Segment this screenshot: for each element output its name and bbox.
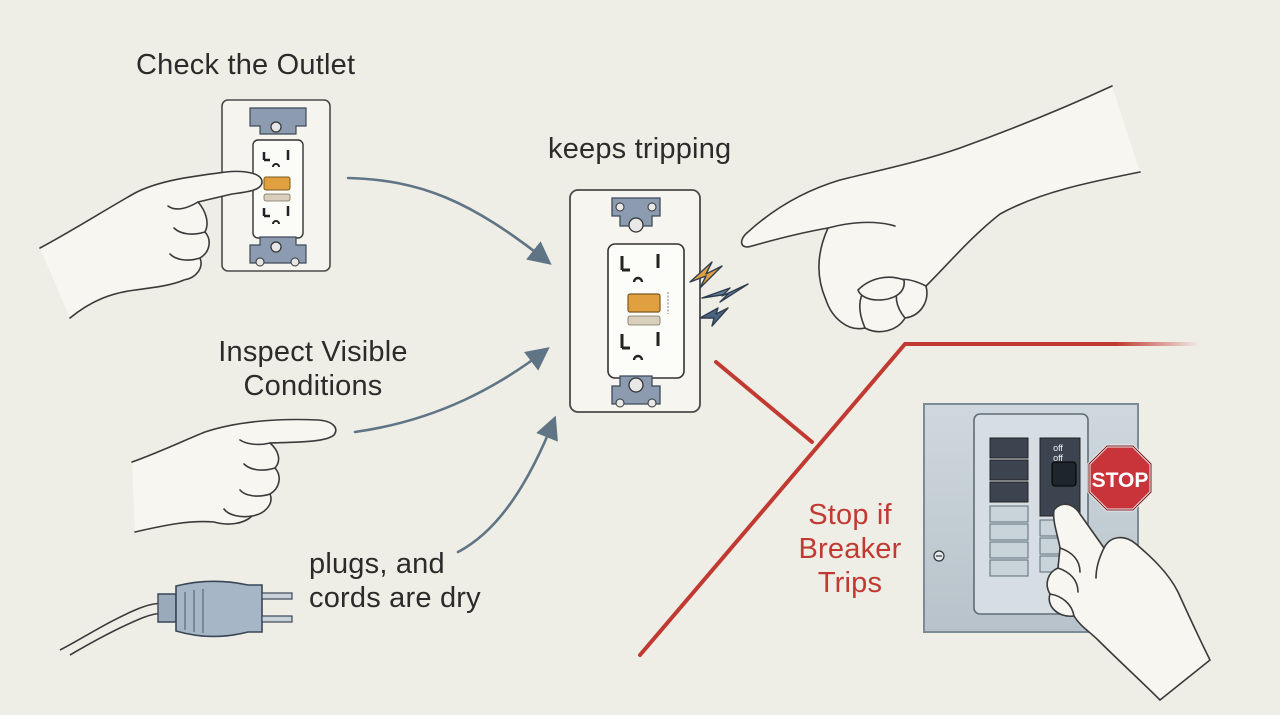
label-plugs-line-1: plugs, and	[309, 548, 445, 580]
pressing-hand-icon	[1046, 503, 1211, 701]
label-check-outlet: Check the Outlet	[136, 49, 356, 81]
label-stop-line-1: Stop if	[808, 499, 892, 531]
spark-icon	[689, 261, 749, 327]
label-keeps-tripping: keeps tripping	[548, 133, 732, 165]
label-plugs-line-2: cords are dry	[309, 582, 481, 614]
stop-sign-icon: STOP	[1087, 444, 1153, 512]
red-line-group	[638, 342, 1202, 657]
pointing-hand-icon-2	[131, 418, 337, 533]
small-outlet-icon	[221, 99, 331, 272]
label-inspect-line-2: Conditions	[243, 370, 383, 402]
label-inspect-line-1: Inspect Visible	[218, 336, 408, 368]
label-stop-line-3: Trips	[817, 567, 883, 599]
arrow-plugs-to-outlet	[456, 415, 558, 554]
label-inspect: Inspect Visible Conditions	[213, 335, 413, 403]
arrow-check-to-outlet	[346, 176, 552, 265]
breaker-switch-label-2: off	[1053, 453, 1063, 463]
gfci-outlet-icon	[569, 189, 701, 413]
stop-sign-text: STOP	[1092, 469, 1149, 492]
red-line-main	[638, 342, 1202, 657]
label-plugs: plugs, and cords are dry	[309, 547, 481, 615]
breaker-switch-label: off	[1053, 443, 1063, 453]
pointing-hand-icon	[39, 170, 263, 319]
reaching-hand-icon	[740, 85, 1141, 333]
label-stop-line-2: Breaker	[798, 533, 902, 565]
plug-icon	[59, 580, 293, 656]
label-stop-breaker: Stop if Breaker Trips	[789, 498, 911, 600]
red-line-from-outlet	[714, 360, 814, 444]
arrow-group	[346, 176, 558, 554]
arrow-inspect-to-outlet	[353, 347, 550, 434]
